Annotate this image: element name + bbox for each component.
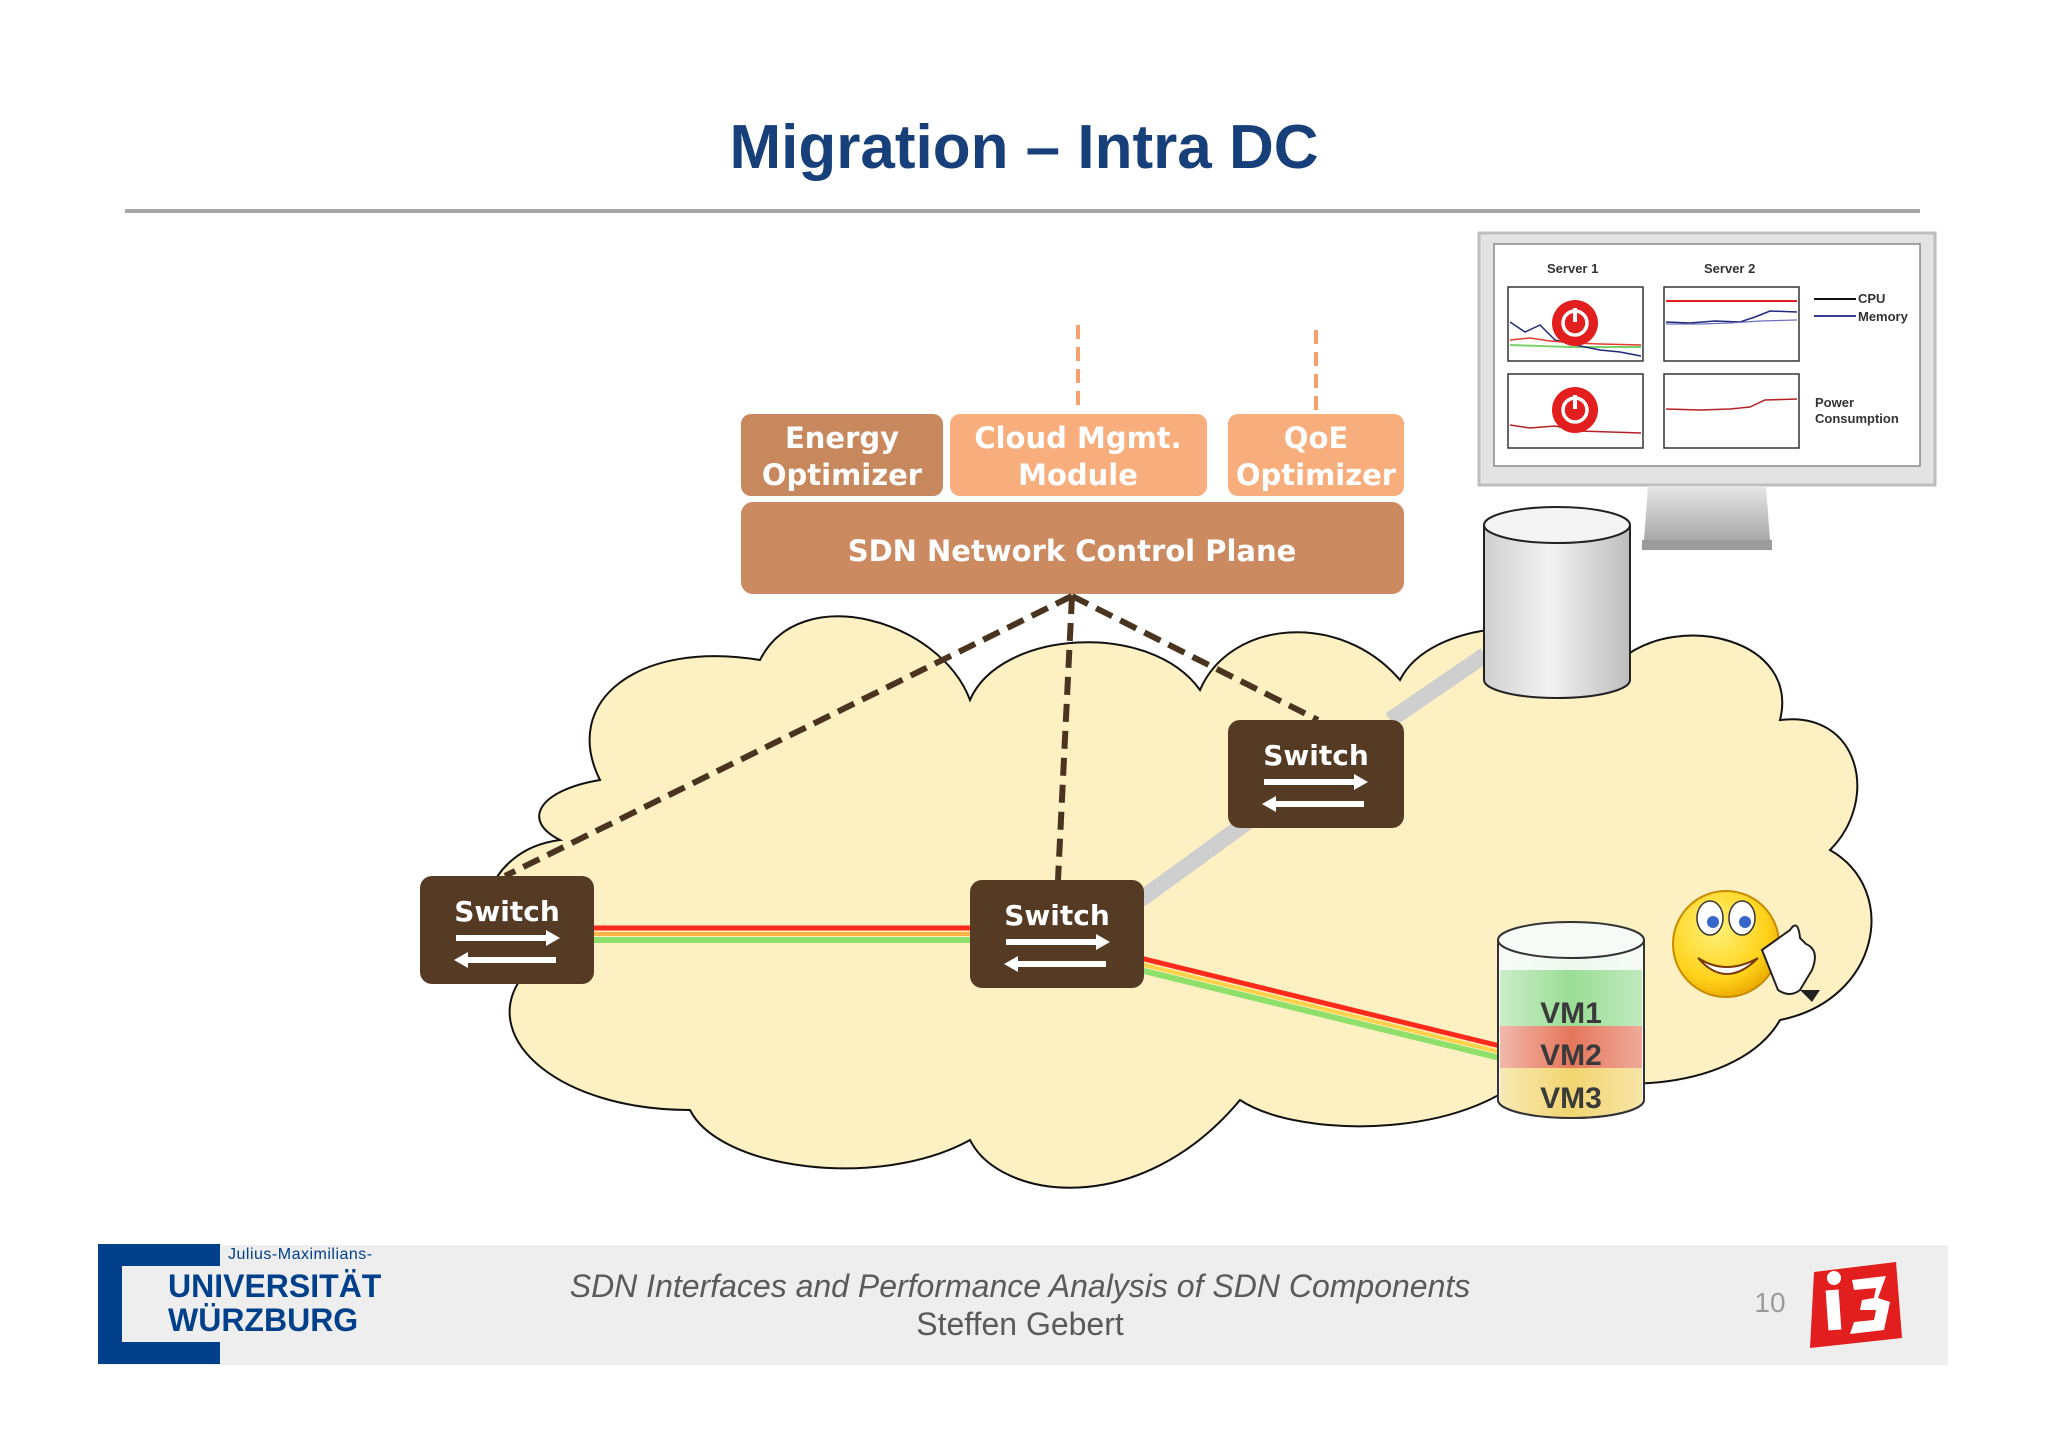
switch-right: Switch [1228, 720, 1404, 828]
gray-link-middle-right [1135, 813, 1255, 907]
footer-author: Steffen Gebert [916, 1306, 1124, 1342]
university-name-line2: WÜRZBURG [168, 1302, 359, 1338]
university-name-line1: UNIVERSITÄT [168, 1268, 382, 1304]
power-off-icon [1552, 387, 1598, 433]
power-off-icon [1552, 300, 1598, 346]
energy-label-1: Energy [785, 421, 899, 455]
footer-course-title: SDN Interfaces and Performance Analysis … [569, 1268, 1471, 1304]
switch-right-label: Switch [1263, 739, 1369, 772]
gray-link-right-storage [1385, 648, 1490, 727]
page-number: 10 [1754, 1287, 1786, 1318]
switch-left-label: Switch [454, 895, 560, 928]
server2-label: Server 2 [1704, 261, 1755, 276]
switch-arrows-icon [454, 930, 560, 968]
switch-arrows-icon [1004, 934, 1110, 972]
switch-middle: Switch [970, 880, 1144, 988]
slide-title: Migration – Intra DC [729, 113, 1319, 182]
university-name-small: Julius-Maximilians- [228, 1246, 373, 1263]
storage-server-cylinder [1483, 506, 1631, 699]
i3-logo [1810, 1262, 1902, 1348]
monitoring-screen: Server 1 Server 2 CPU Memory Power Consu… [1477, 231, 1937, 550]
legend-power-1: Power [1815, 395, 1854, 410]
switch-left: Switch [420, 876, 594, 984]
cloud-label-1: Cloud Mgmt. [974, 421, 1181, 455]
control-links [503, 593, 1320, 881]
legend-power-2: Consumption [1815, 411, 1899, 426]
vm1-label: VM1 [1540, 997, 1602, 1030]
energy-optimizer-box: Energy Optimizer [741, 414, 943, 496]
footer-band [100, 1245, 1948, 1365]
legend-cpu: CPU [1858, 291, 1885, 306]
data-path-left-middle [592, 925, 972, 943]
qoe-optimizer-box: QoE Optimizer [1228, 414, 1404, 496]
smiley-thumbs-up-icon [1672, 890, 1820, 1002]
vm-host-cylinder: VM1 VM2 VM3 [1497, 921, 1645, 1119]
sdn-control-plane-box: SDN Network Control Plane [741, 502, 1404, 594]
energy-label-2: Optimizer [762, 458, 923, 492]
switch-arrows-icon [1262, 774, 1368, 812]
vm3-label: VM3 [1540, 1082, 1602, 1115]
data-center-cloud [484, 615, 1873, 1189]
university-logo [98, 1244, 220, 1364]
qoe-label-2: Optimizer [1236, 458, 1397, 492]
switch-middle-label: Switch [1004, 899, 1110, 932]
control-plane-label: SDN Network Control Plane [848, 534, 1297, 568]
server1-cpu-memory-plot [1507, 286, 1644, 362]
cloud-label-2: Module [1018, 458, 1138, 492]
server1-label: Server 1 [1547, 261, 1598, 276]
title-divider [125, 209, 1920, 213]
legend-memory: Memory [1858, 309, 1909, 324]
cloud-mgmt-box: Cloud Mgmt. Module [950, 414, 1207, 496]
vm2-label: VM2 [1540, 1039, 1602, 1072]
qoe-label-1: QoE [1284, 421, 1348, 455]
data-path-middle-vm [1139, 955, 1501, 1061]
server2-power-plot [1663, 373, 1800, 449]
